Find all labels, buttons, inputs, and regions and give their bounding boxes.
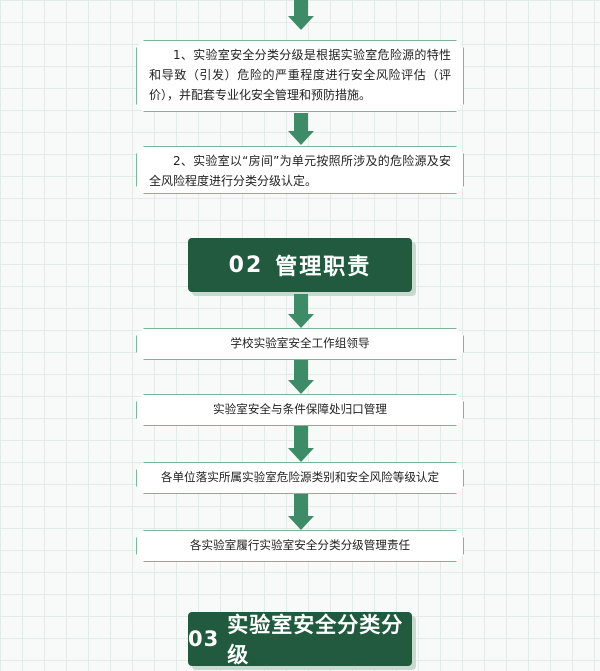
duty-text-3: 各单位落实所属实验室危险源类别和安全风险等级认定 <box>160 470 440 484</box>
flow-arrow-1 <box>288 113 314 145</box>
section-header-03: 03 实验室安全分类分级 <box>188 612 412 667</box>
duty-text-1: 学校实验室安全工作组领导 <box>230 336 370 350</box>
duty-text-2: 实验室安全与条件保障处归口管理 <box>213 402 387 416</box>
flow-arrow-top <box>288 0 314 30</box>
section-title: 实验室安全分类分级 <box>227 613 404 667</box>
section-number: 02 <box>228 252 264 278</box>
definition-box-1: 1、实验室安全分类分级是根据实验室危险源的特性和导致（引发）危险的严重程度进行安… <box>136 40 464 112</box>
definition-text-1: 1、实验室安全分类分级是根据实验室危险源的特性和导致（引发）危险的严重程度进行安… <box>149 48 451 102</box>
definition-text-2: 2、实验室以“房间”为单元按照所涉及的危险源及安全风险程度进行分类分级认定。 <box>149 154 451 188</box>
flow-arrow-3 <box>288 360 314 394</box>
duty-box-2: 实验室安全与条件保障处归口管理 <box>136 394 464 426</box>
duty-box-3: 各单位落实所属实验室危险源类别和安全风险等级认定 <box>136 462 464 494</box>
section-number: 03 <box>188 627 220 651</box>
section-header-02: 02 管理职责 <box>188 238 412 292</box>
duty-box-4: 各实验室履行实验室安全分类分级管理责任 <box>136 530 464 562</box>
duty-text-4: 各实验室履行实验室安全分类分级管理责任 <box>189 538 411 552</box>
duty-box-1: 学校实验室安全工作组领导 <box>136 328 464 360</box>
flow-arrow-4 <box>288 426 314 462</box>
section-title: 管理职责 <box>275 255 372 280</box>
definition-box-2: 2、实验室以“房间”为单元按照所涉及的危险源及安全风险程度进行分类分级认定。 <box>136 146 464 194</box>
flow-arrow-2 <box>288 294 314 328</box>
flow-arrow-5 <box>288 494 314 530</box>
